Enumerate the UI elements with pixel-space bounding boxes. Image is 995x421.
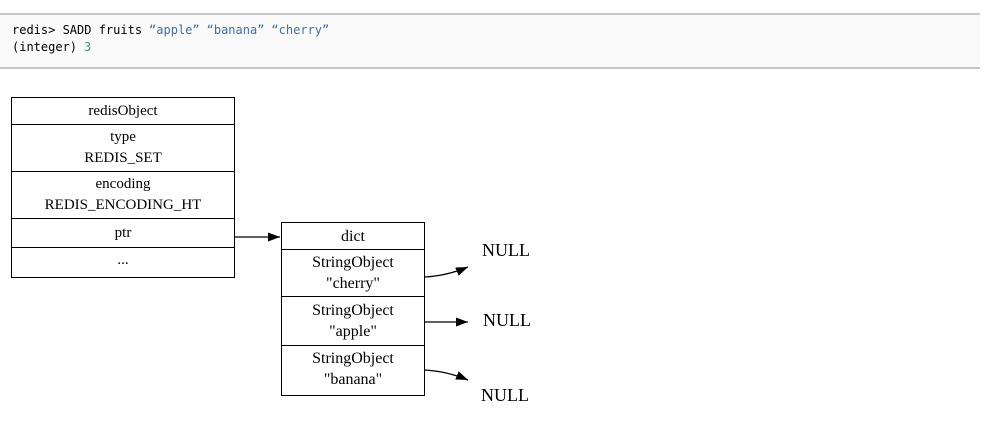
table-row-ellipsis: ... xyxy=(12,248,234,273)
command-text: redis> SADD fruits xyxy=(12,23,143,37)
banana-to-null-arrow xyxy=(424,369,469,381)
null-label-banana: NULL xyxy=(481,385,529,405)
number-token: 3 xyxy=(84,40,92,54)
code-block: redis> SADD fruits “apple” “banana” “cherry… xyxy=(0,13,980,69)
table-row-cherry: StringObject "cherry" xyxy=(282,250,424,297)
cell-text: dict xyxy=(341,227,365,245)
table-row-header: dict xyxy=(282,223,424,250)
result-type-label: (integer) xyxy=(12,40,78,54)
table-row-header: redisObject xyxy=(12,98,234,125)
cell-text: redisObject xyxy=(88,102,158,119)
cell-text: StringObject xyxy=(312,350,394,367)
cell-text: "banana" xyxy=(323,371,383,388)
cell-text: REDIS_ENCODING_HT xyxy=(44,197,202,213)
cell-text: type xyxy=(110,129,136,145)
code-line-command: redis> SADD fruits “apple” “banana” “cherry… xyxy=(12,22,980,39)
cell-text: "apple" xyxy=(329,323,377,340)
cell-text: StringObject xyxy=(312,302,394,319)
table-row-type: type REDIS_SET xyxy=(12,125,234,172)
cherry-to-null-arrow xyxy=(424,266,469,278)
cell-text: ... xyxy=(117,252,129,268)
cell-text: REDIS_SET xyxy=(84,150,162,166)
cell-text: "cherry" xyxy=(326,275,380,292)
cell-text: ptr xyxy=(114,224,132,241)
table-row-banana: StringObject "banana" xyxy=(282,346,424,392)
cell-text: StringObject xyxy=(312,254,394,271)
table-row-ptr: ptr xyxy=(12,219,234,248)
table-row-apple: StringObject "apple" xyxy=(282,297,424,346)
string-token-banana: “banana” xyxy=(206,23,265,37)
code-line-result: (integer) 3 xyxy=(12,39,980,56)
string-token-apple: “apple” xyxy=(149,23,200,37)
null-label-cherry: NULL xyxy=(482,240,530,260)
dict-table: dict StringObject "cherry" StringObject … xyxy=(281,222,425,396)
null-label-apple: NULL xyxy=(483,310,531,330)
table-row-encoding: encoding REDIS_ENCODING_HT xyxy=(12,172,234,219)
cell-text: encoding xyxy=(95,176,151,192)
string-token-cherry: “cherry” xyxy=(271,23,330,37)
redis-object-table: redisObject type REDIS_SET encoding REDI… xyxy=(11,97,235,278)
